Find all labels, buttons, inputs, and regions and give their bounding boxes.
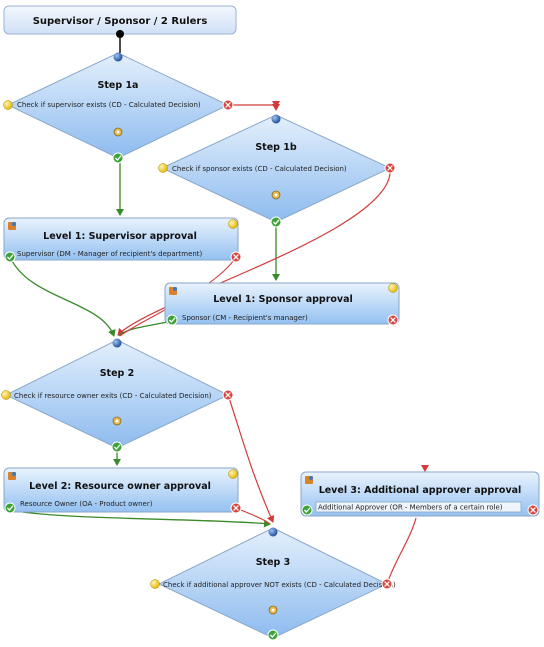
yellow-port-icon[interactable] [3, 100, 13, 110]
false-exit-icon[interactable] [230, 502, 242, 514]
step-2-node[interactable]: Step 2 Check if resource owner exits (CD… [1, 338, 234, 453]
input-port-icon[interactable] [271, 114, 281, 124]
gear-icon [112, 416, 122, 426]
true-exit-icon[interactable] [301, 504, 313, 516]
step-title: Step 3 [256, 557, 291, 568]
step-title: Step 1a [98, 80, 139, 91]
false-exit-icon[interactable] [222, 99, 234, 111]
title-node[interactable]: Supervisor / Sponsor / 2 Rulers [3, 5, 237, 35]
step-title: Step 1b [255, 142, 297, 153]
false-exit-icon[interactable] [222, 389, 234, 401]
box-title: Level 3: Additional approver approval [319, 485, 522, 496]
true-exit-icon[interactable] [4, 502, 16, 514]
gear-icon [271, 190, 281, 200]
gear-icon [268, 605, 278, 615]
incoming-arrow-icon [272, 101, 280, 108]
box-title: Level 2: Resource owner approval [29, 481, 211, 492]
step-1a-node[interactable]: Step 1a Check if supervisor exists (CD -… [3, 52, 234, 164]
connector-level1-supervisor [9, 256, 116, 337]
level-1-sponsor-node[interactable]: Level 1: Sponsor approval Sponsor (CM - … [164, 282, 400, 326]
approver-field[interactable] [315, 501, 522, 513]
approver-icon [8, 222, 16, 230]
true-exit-icon[interactable] [270, 216, 282, 228]
box-title: Level 1: Sponsor approval [213, 294, 353, 305]
true-exit-icon[interactable] [112, 152, 124, 164]
start-dot [116, 30, 124, 38]
box-desc: Supervisor (DM - Manager of recipient's … [17, 250, 203, 258]
step-title: Step 2 [100, 368, 135, 379]
connector-step2-false [227, 394, 275, 523]
step-condition: Check if additional approver NOT exists … [163, 581, 396, 589]
approver-icon [305, 476, 313, 484]
level-1-supervisor-node[interactable]: Level 1: Supervisor approval Supervisor … [3, 217, 242, 263]
true-exit-icon[interactable] [111, 441, 123, 453]
box-desc: Sponsor (CM - Recipient's manager) [182, 314, 308, 322]
yellow-port-icon[interactable] [150, 579, 160, 589]
box-title: Level 1: Supervisor approval [43, 231, 197, 242]
connector-step3-false [386, 517, 417, 585]
approver-icon [8, 472, 16, 480]
level-2-resource-owner-node[interactable]: Level 2: Resource owner approval Resourc… [3, 467, 242, 514]
connector-level1-sponsor [118, 320, 173, 337]
connector-step1b-false [117, 167, 391, 336]
step-condition: Check if supervisor exists (CD - Calcula… [17, 101, 201, 109]
approver-icon [169, 287, 177, 295]
input-port-icon[interactable] [112, 338, 122, 348]
step-1b-node[interactable]: Step 1b Check if sponsor exists (CD - Ca… [158, 114, 396, 228]
box-desc: Resource Owner (OA - Product owner) [20, 500, 153, 508]
false-exit-icon[interactable] [230, 251, 242, 263]
connector-step1a-false [228, 104, 280, 111]
yellow-port-icon[interactable] [228, 469, 238, 479]
connector-level2 [9, 509, 271, 528]
gear-icon [113, 127, 123, 137]
yellow-port-icon[interactable] [388, 283, 398, 293]
true-exit-icon[interactable] [4, 251, 16, 263]
false-exit-icon[interactable] [384, 162, 396, 174]
incoming-arrow-icon [421, 465, 429, 472]
true-exit-icon[interactable] [267, 629, 279, 641]
false-exit-icon[interactable] [381, 578, 393, 590]
input-port-icon[interactable] [113, 52, 123, 62]
yellow-port-icon[interactable] [158, 163, 168, 173]
false-exit-icon[interactable] [387, 314, 399, 326]
box-desc: Additional Approver (OR - Members of a c… [318, 504, 503, 512]
yellow-port-icon[interactable] [228, 219, 238, 229]
title-label: Supervisor / Sponsor / 2 Rulers [33, 16, 208, 27]
false-exit-icon[interactable] [527, 504, 539, 516]
step-condition: Check if sponsor exists (CD - Calculated… [172, 165, 347, 173]
true-exit-icon[interactable] [166, 314, 178, 326]
step-3-node[interactable]: Step 3 Check if additional approver NOT … [150, 527, 397, 641]
level-3-additional-approver-node[interactable]: Level 3: Additional approver approval Ad… [300, 465, 540, 517]
yellow-port-icon[interactable] [1, 390, 11, 400]
input-port-icon[interactable] [268, 527, 278, 537]
step-condition: Check if resource owner exits (CD - Calc… [14, 392, 212, 400]
